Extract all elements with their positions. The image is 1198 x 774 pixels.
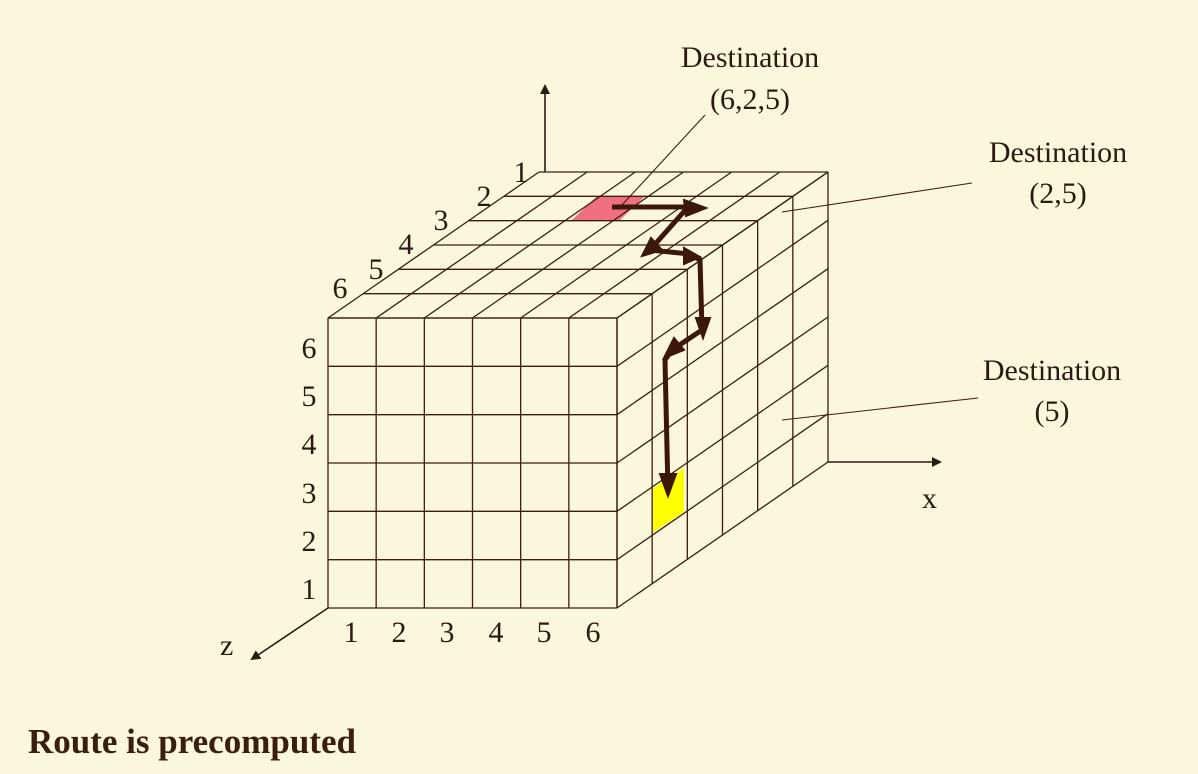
callout-3-coords: (5) [1035, 395, 1070, 428]
caption: Route is precomputed [28, 722, 356, 761]
depth-label: 2 [477, 180, 492, 213]
callout-1-coords: (6,2,5) [710, 83, 790, 116]
column-label: 5 [537, 616, 552, 649]
column-label: 6 [586, 616, 601, 649]
callout-3-title: Destination [983, 354, 1121, 387]
row-label: 4 [302, 428, 317, 461]
depth-label: 6 [333, 272, 348, 305]
column-labels: 1 2 3 4 5 6 [344, 616, 601, 649]
callout-1: Destination (6,2,5) [681, 41, 819, 116]
route-arrowhead [694, 317, 712, 342]
depth-label: 4 [399, 228, 414, 261]
row-label: 1 [302, 573, 317, 606]
callout-leaders [621, 114, 979, 421]
callout-2-coords: (2,5) [1029, 177, 1086, 210]
route-arrowhead [661, 336, 686, 360]
callout-leader-2 [781, 182, 973, 213]
depth-label: 5 [369, 253, 384, 286]
callout-2: Destination (2,5) [989, 136, 1127, 210]
column-label: 3 [440, 616, 455, 649]
cube-grid [327, 171, 829, 609]
column-label: 4 [489, 616, 504, 649]
row-label: 6 [302, 332, 317, 365]
x-axis-label: x [922, 482, 937, 515]
column-label: 1 [344, 616, 359, 649]
route-path [612, 198, 712, 499]
callout-1-title: Destination [681, 41, 819, 74]
callout-leader-3 [781, 397, 979, 421]
destination-cell [652, 468, 684, 533]
callout-leader-1 [621, 114, 706, 206]
route-arrowhead [640, 236, 664, 258]
callout-3: Destination (5) [983, 354, 1121, 428]
row-label: 3 [302, 477, 317, 510]
route-arrowhead [658, 473, 678, 499]
grid-line [616, 171, 829, 319]
row-labels: 1 2 3 4 5 6 [302, 332, 317, 606]
row-label: 2 [302, 525, 317, 558]
z-axis [250, 607, 329, 661]
grid-line [616, 461, 829, 609]
route-arrowhead [683, 246, 703, 266]
row-label: 5 [302, 380, 317, 413]
callout-2-title: Destination [989, 136, 1127, 169]
depth-label: 3 [434, 204, 449, 237]
route-arrowhead [682, 198, 709, 218]
axes [250, 84, 942, 661]
z-axis-label: z [220, 629, 233, 662]
depth-labels: 1 2 3 4 5 6 [333, 156, 529, 305]
column-label: 2 [392, 616, 407, 649]
depth-label: 1 [514, 156, 529, 189]
